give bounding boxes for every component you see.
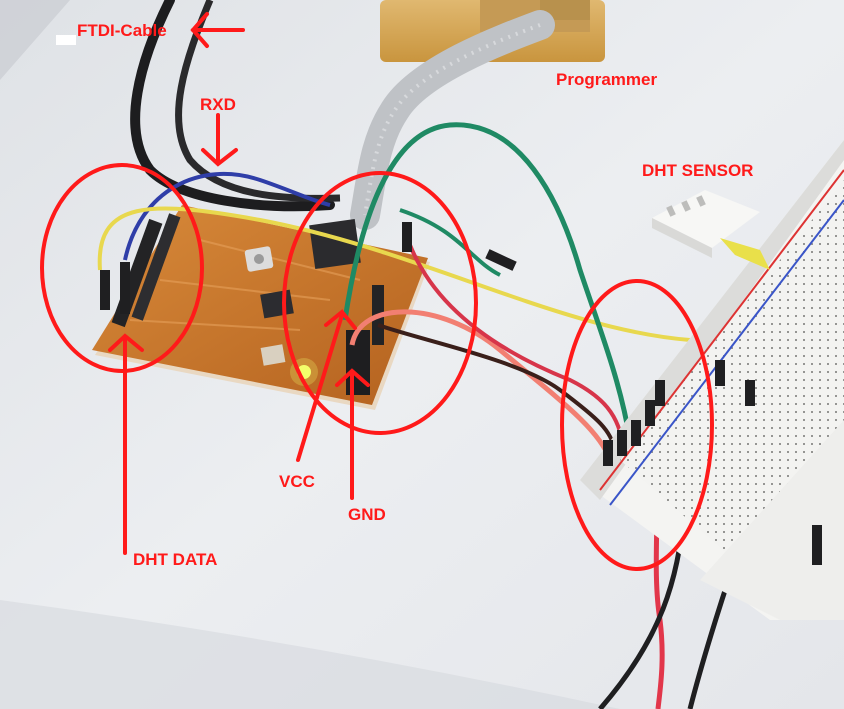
breadboard: [580, 140, 844, 620]
green-wire-2: [399, 208, 501, 277]
programmer-label: Programmer: [556, 70, 658, 89]
vcc-arrow-head: [324, 309, 357, 330]
dht-data-arrow-head: [108, 333, 144, 352]
table-shadow: [0, 600, 620, 709]
ftdi-arrow-head: [190, 12, 209, 48]
breadboard-circle: [560, 279, 714, 571]
vcc-label: VCC: [279, 472, 315, 491]
black-wire: [377, 323, 617, 451]
dht-sensor: [652, 190, 770, 270]
dht-data-circle: [40, 163, 204, 373]
rxd-label: RXD: [200, 95, 236, 114]
dht-sensor-label: DHT SENSOR: [642, 161, 754, 180]
vcc-gnd-circle: [282, 171, 478, 435]
rxd-wire: [123, 171, 331, 261]
ftdi-cable-label: FTDI-Cable: [77, 21, 167, 40]
rxd-arrow-head: [201, 148, 238, 167]
vcc-arrow-line: [296, 313, 344, 462]
gnd-arrow-head: [335, 368, 370, 387]
table-edge: [0, 0, 70, 80]
annotations: [40, 12, 714, 571]
white-tab: [56, 35, 76, 45]
green-wire: [342, 122, 633, 441]
salmon-wire: [349, 309, 613, 461]
red-wire: [408, 244, 627, 456]
jumper-heads: [100, 222, 822, 565]
gnd-label: GND: [348, 505, 386, 524]
dht-data-label: DHT DATA: [133, 550, 218, 569]
